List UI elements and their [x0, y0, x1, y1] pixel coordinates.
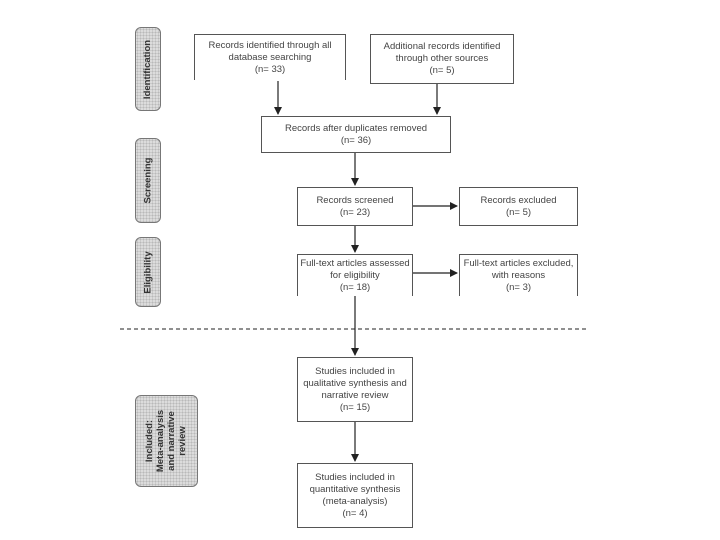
- box-qualitative-synthesis-line-1: Studies included in: [315, 365, 395, 377]
- phase-screening: Screening: [135, 138, 161, 223]
- box-qualitative-synthesis-line-2: qualitative synthesis and: [303, 377, 407, 389]
- box-quantitative-synthesis: Studies included in quantitative synthes…: [297, 463, 413, 528]
- phase-screening-label: Screening: [142, 157, 154, 204]
- phase-identification: Identification: [135, 27, 161, 111]
- phase-identification-label: Identification: [142, 39, 154, 99]
- box-records-excluded-line-1: Records excluded: [480, 194, 557, 206]
- box-fulltext-excluded-line-2: with reasons: [491, 269, 546, 281]
- phase-included-line-4: review: [177, 426, 189, 456]
- box-records-after-duplicates-line-1: Records after duplicates removed: [284, 122, 428, 134]
- box-records-after-duplicates-line-2: (n= 36): [340, 134, 372, 146]
- box-records-excluded-line-2: (n= 5): [505, 206, 532, 218]
- phase-included-line-1: Included:: [144, 419, 156, 463]
- box-fulltext-assessed: Full-text articles assessed for eligibil…: [297, 254, 413, 296]
- phase-included-line-2: Meta-analysis: [155, 409, 167, 473]
- box-quantitative-synthesis-line-1: Studies included in: [315, 471, 395, 483]
- box-quantitative-synthesis-line-3: (meta-analysis): [322, 495, 388, 507]
- box-fulltext-assessed-line-1: Full-text articles assessed: [300, 257, 410, 269]
- box-qualitative-synthesis: Studies included in qualitative synthesi…: [297, 357, 413, 422]
- phase-eligibility-label: Eligibility: [142, 250, 154, 294]
- box-records-screened-line-1: Records screened: [316, 194, 394, 206]
- box-records-screened-line-2: (n= 23): [339, 206, 371, 218]
- box-qualitative-synthesis-line-4: (n= 15): [339, 401, 371, 413]
- box-records-database: Records identified through all database …: [194, 34, 346, 80]
- box-records-screened: Records screened (n= 23): [297, 187, 413, 226]
- phase-eligibility: Eligibility: [135, 237, 161, 307]
- box-records-other-sources-line-1: Additional records identified: [383, 41, 501, 52]
- box-qualitative-synthesis-line-3: narrative review: [321, 389, 389, 401]
- box-records-other-sources-line-2: through other sources: [395, 53, 489, 64]
- box-fulltext-assessed-line-2: for eligibility: [330, 269, 380, 281]
- box-fulltext-excluded-line-3: (n= 3): [505, 281, 532, 293]
- box-fulltext-excluded-line-1: Full-text articles excluded,: [463, 257, 574, 269]
- box-records-other-sources: Additional records identified through ot…: [370, 34, 514, 84]
- box-records-excluded: Records excluded (n= 5): [459, 187, 578, 226]
- box-records-database-line-2: database searching: [228, 51, 312, 63]
- box-fulltext-excluded: Full-text articles excluded, with reason…: [459, 254, 578, 296]
- box-records-other-sources-line-3: (n= 5): [429, 65, 455, 76]
- box-quantitative-synthesis-line-2: quantitative synthesis: [309, 483, 401, 495]
- box-records-database-line-3: (n= 33): [254, 63, 286, 75]
- box-fulltext-assessed-line-3: (n= 18): [339, 281, 371, 293]
- box-records-database-line-1: Records identified through all: [208, 39, 332, 51]
- phase-included-line-3: and narrative: [166, 411, 178, 471]
- phase-included: Included: Meta-analysis and narrative re…: [135, 395, 198, 487]
- box-quantitative-synthesis-line-4: (n= 4): [342, 507, 368, 519]
- box-records-after-duplicates: Records after duplicates removed (n= 36): [261, 116, 451, 153]
